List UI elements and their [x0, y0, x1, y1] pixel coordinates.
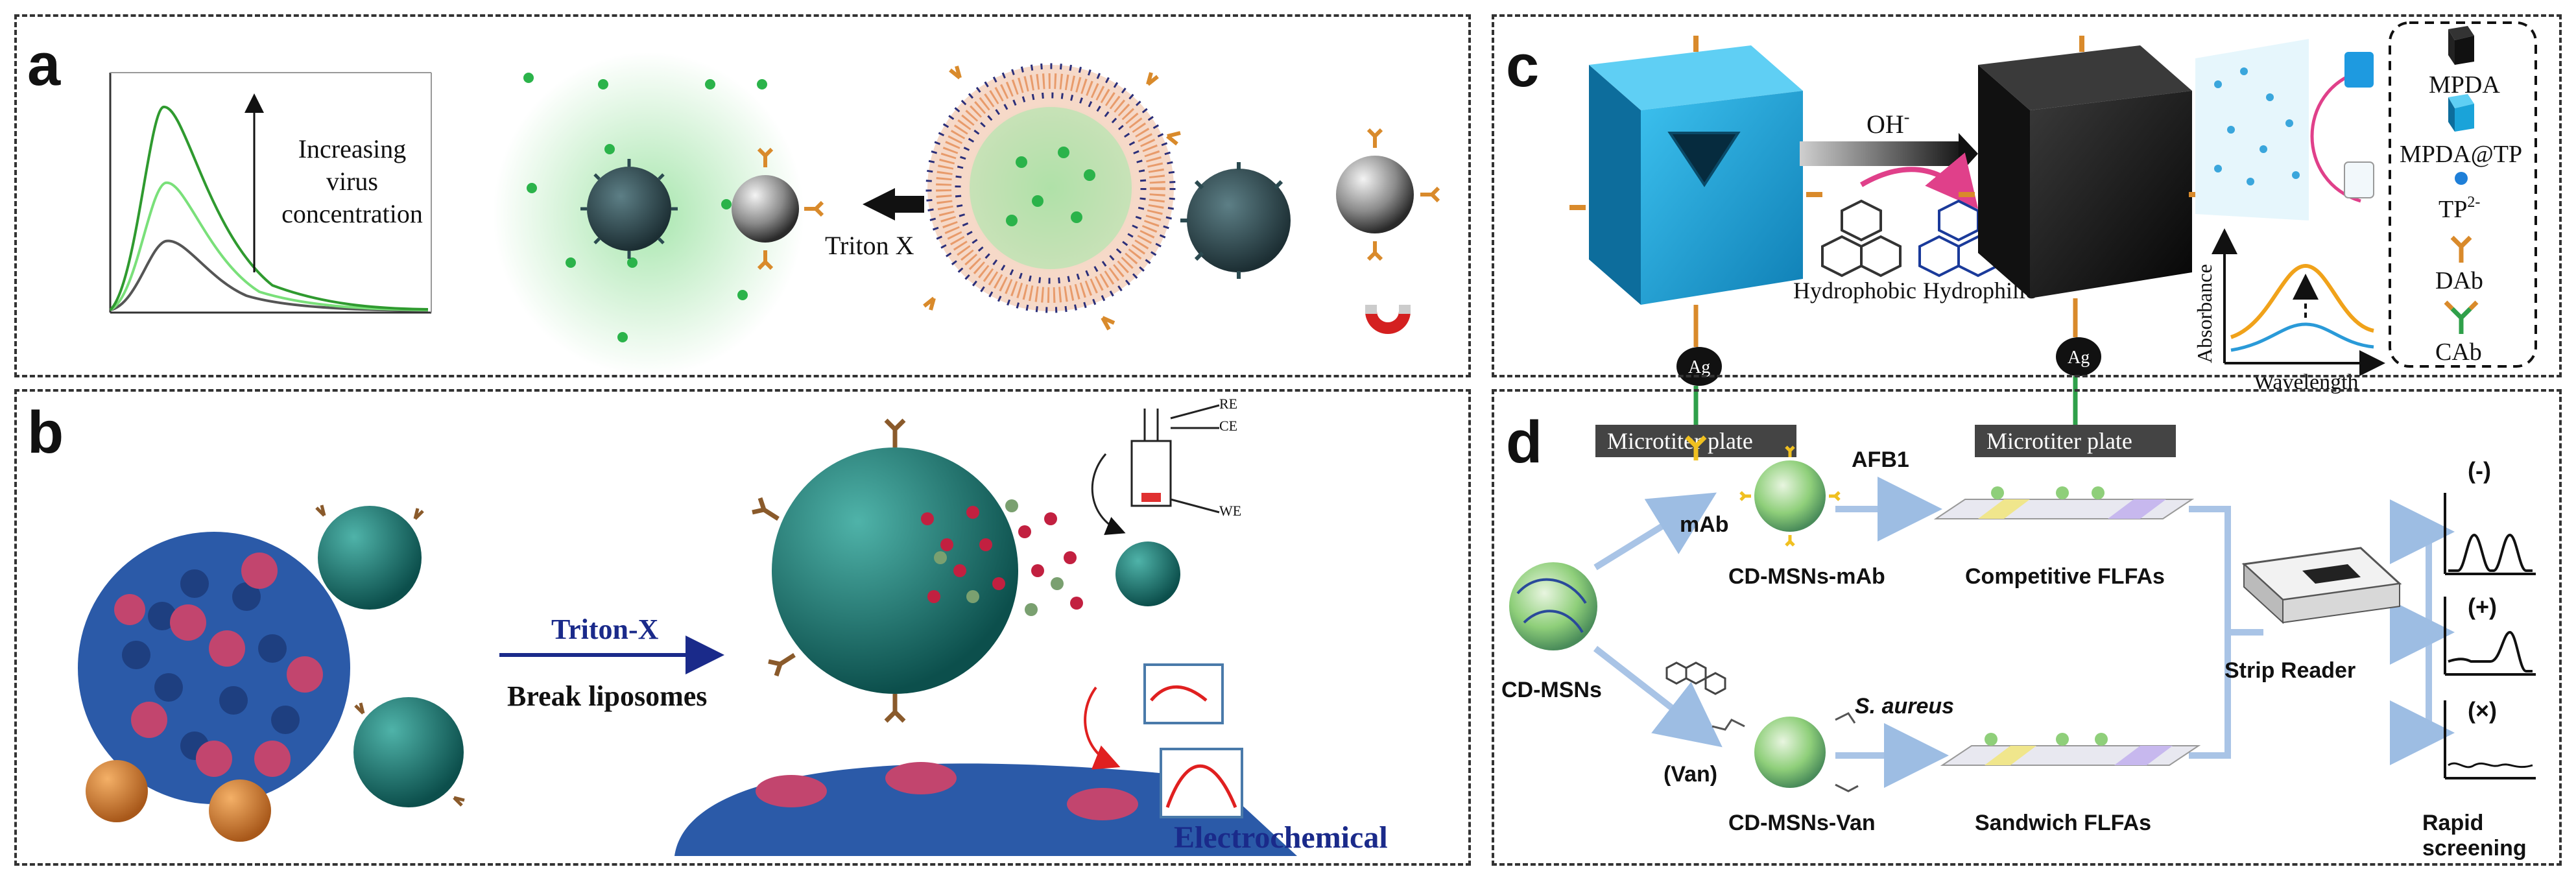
oh-label: OH- — [1866, 108, 1909, 139]
panel-c-black-cube — [1959, 36, 2208, 298]
label-rapid-screening: Rapid screening — [2422, 811, 2527, 861]
strip-reader-device — [2241, 547, 2402, 624]
hydrophobic-label: Hydrophobic — [1793, 278, 1916, 303]
cd-msns-mab-particle — [1739, 446, 1841, 547]
panel-c-tp-scatter — [2195, 39, 2374, 220]
legend-tp: TP2- — [2439, 194, 2480, 223]
panel-b-liposome-cluster — [78, 505, 465, 842]
panel-a-liposome — [923, 63, 1181, 331]
label-competitive: Competitive FLFAs — [1965, 564, 2165, 589]
panel-b — [14, 389, 1471, 866]
legend-mpda: MPDA — [2429, 71, 2500, 99]
legend-cab: CAb — [2435, 339, 2482, 366]
cd-msns-van-particle — [1711, 712, 1859, 792]
panel-b-ruptured-liposome — [674, 418, 1297, 856]
virus-particle — [580, 159, 678, 259]
ag-label-left: Ag — [1688, 357, 1710, 377]
panel-a — [14, 14, 1471, 377]
panel-b-readout: Electrochemical — [1174, 820, 1388, 855]
label-cd-msns-van: CD-MSNs-Van — [1728, 811, 1876, 835]
panel-a-arrow — [863, 188, 924, 220]
panel-b-reagent: Triton-X — [551, 613, 659, 645]
plate-label-right: Microtiter plate — [1986, 428, 2132, 454]
panel-c-blue-cube — [1569, 36, 1822, 305]
magnet-icon — [1365, 305, 1411, 334]
panel-c — [1492, 14, 2562, 377]
bead-antibodies — [757, 147, 824, 270]
competitive-strip — [1933, 486, 2195, 519]
mab-icon — [1685, 435, 1707, 460]
panel-a-released-complex — [493, 52, 824, 376]
plate-label-left: Microtiter plate — [1607, 428, 1753, 454]
panel-c-label: c — [1506, 33, 1540, 99]
label-cd-msns: CD-MSNs — [1501, 678, 1602, 702]
electrode-ce: CE — [1219, 418, 1237, 434]
panel-b-step: Break liposomes — [507, 680, 707, 712]
legend-dab: DAb — [2435, 267, 2483, 294]
label-mab: mAb — [1680, 512, 1729, 537]
label-strip-reader: Strip Reader — [2224, 658, 2356, 683]
panel-a-signal-plot — [109, 72, 432, 314]
legend-icons — [2444, 26, 2479, 334]
panel-b-label: b — [27, 399, 64, 466]
panel-a-reagent: Triton X — [825, 231, 914, 260]
ag-label-right: Ag — [2068, 348, 2090, 368]
hydrophobic-molecule — [1821, 199, 1902, 278]
panel-a-label: a — [27, 32, 61, 98]
magnetic-bead — [732, 175, 799, 243]
label-afb1: AFB1 — [1852, 447, 1909, 472]
label-result-neg: (-) — [2468, 457, 2491, 484]
panel-c-absorbance-plot — [2212, 228, 2385, 376]
legend-mpda-tp: MPDA@TP — [2400, 141, 2522, 168]
label-sandwich: Sandwich FLFAs — [1975, 811, 2152, 835]
panel-a-captured-virus — [1180, 128, 1440, 334]
panel-c-ag-right — [1975, 298, 2176, 457]
label-result-pos: (+) — [2468, 593, 2497, 620]
panel-c-legend-box — [2389, 21, 2537, 368]
sandwich-strip — [1940, 733, 2201, 766]
panel-d-flow-arrows — [1593, 477, 2455, 788]
signal-curve-low — [110, 239, 429, 312]
green-dye-dots — [523, 73, 767, 342]
electrode-re: RE — [1219, 396, 1237, 412]
cd-msns-particle — [1509, 562, 1597, 650]
label-result-invalid: (×) — [2468, 697, 2497, 724]
label-s-aureus: S. aureus — [1855, 694, 1955, 719]
panel-d — [1492, 389, 2562, 866]
label-cd-msns-mab: CD-MSNs-mAb — [1728, 564, 1885, 589]
panel-b-electrode-cell — [1091, 404, 1220, 535]
electrode-we: WE — [1219, 503, 1241, 519]
result-pos-plot — [2444, 597, 2536, 676]
signal-curve-mid — [109, 181, 429, 311]
result-invalid-plot — [2444, 700, 2536, 779]
axis-y-label: Absorbance — [2193, 264, 2216, 363]
van-molecule — [1665, 661, 1726, 695]
hydrophilic-arrow — [1859, 152, 1979, 209]
panel-b-signal-insets — [1084, 663, 1243, 818]
result-neg-plot — [2444, 493, 2536, 575]
signal-curve-high — [109, 106, 429, 311]
panel-a-plot-note: Increasing virus concentration — [281, 134, 423, 228]
label-van: (Van) — [1664, 762, 1718, 787]
panel-d-label: d — [1506, 409, 1543, 475]
